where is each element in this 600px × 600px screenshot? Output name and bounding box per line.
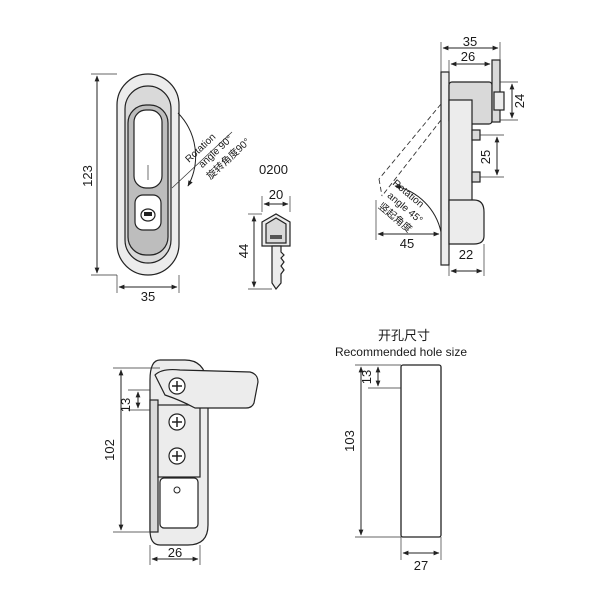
lift-arc [394,184,442,233]
rotation-leader [171,131,233,189]
side-raised-handle-upper [378,103,442,180]
front-view: 123 35 Rotation angle 90° 旋转角度90° [80,73,253,304]
dim-hole-height: 103 [342,430,357,452]
dim-side-flange: 26 [461,49,475,64]
side-view: Rotation angle 45° 竖起角度 35 26 24 25 45 2… [375,34,527,276]
side-screw-2 [471,171,481,183]
dim-hole-offset: 13 [359,370,374,384]
key-hole [270,235,282,239]
hole-title-cn: 开孔尺寸 [378,328,430,343]
dim-front-height: 123 [80,165,95,187]
dim-side-spacing: 25 [478,150,493,164]
dim-hole-width: 27 [414,558,428,573]
dim-front-width: 35 [141,289,155,304]
front-keyhole-slot [144,212,152,216]
side-screw-1 [471,129,481,141]
side-screw-head [493,91,505,111]
dim-side-top: 24 [512,94,527,108]
hole-outline [400,364,442,538]
dim-side-total: 35 [463,34,477,49]
bottom-rail [149,399,159,533]
key-blade [271,245,285,291]
bottom-keyhole [173,486,181,494]
dim-side-projection: 45 [400,236,414,251]
side-flange [491,59,501,123]
key-head-inner [265,217,287,244]
dim-bottom-width: 26 [168,545,182,560]
dim-bottom-offset: 13 [118,398,133,412]
side-face-plate [440,71,450,266]
dim-key-height: 44 [236,244,251,258]
front-handle [133,109,163,189]
hole-size-view: 开孔尺寸 Recommended hole size 103 13 27 [335,328,467,573]
rotation-arc [177,112,197,187]
dim-side-depth: 22 [459,247,473,262]
side-raised-handle-lower [381,119,442,197]
side-mid-body [448,99,473,211]
side-lock-cylinder [448,199,485,245]
bottom-lock-face [159,477,199,529]
dim-bottom-height: 102 [102,439,117,461]
dim-key-width: 20 [269,187,283,202]
key-view: 0200 20 44 [236,162,291,291]
model-number: 0200 [259,162,288,177]
hole-title-en: Recommended hole size [335,345,467,359]
bottom-view: 102 13 26 [102,359,259,565]
